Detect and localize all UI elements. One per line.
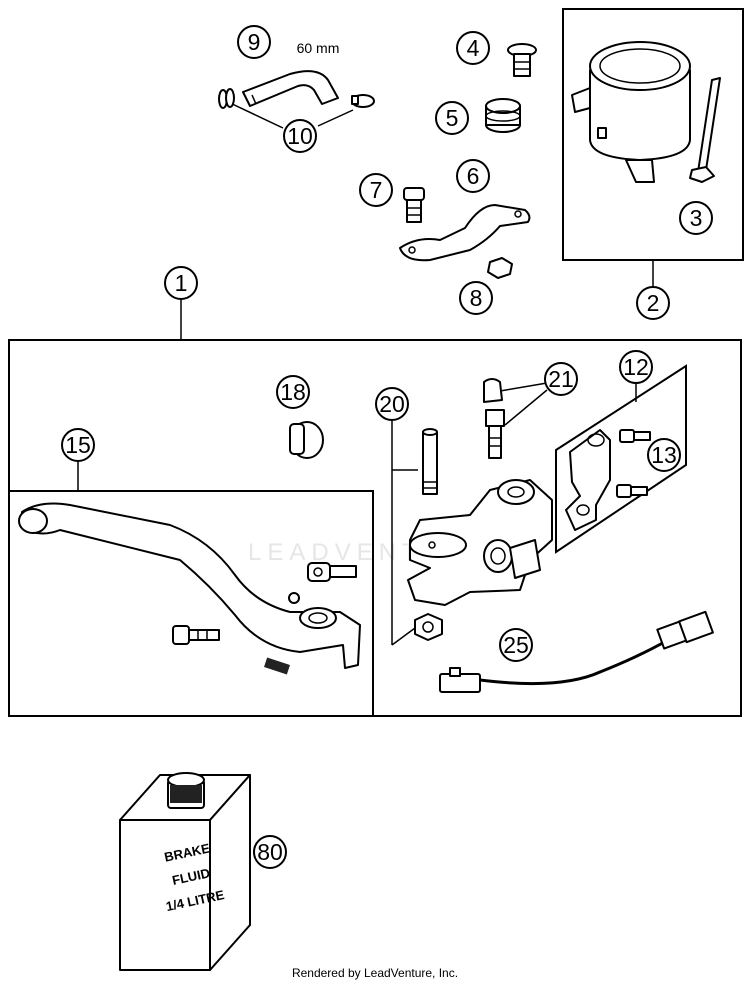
reservoir-screw-part (507, 43, 537, 77)
svg-text:3: 3 (690, 205, 703, 231)
callout-5: 5 (435, 101, 469, 135)
leader-20-tick2 (391, 627, 416, 646)
lever-pivot-bolt-part (172, 625, 220, 645)
bracket-screw-part (403, 187, 425, 223)
hose-length-label: 60 mm (297, 40, 340, 56)
callout-9: 9 (237, 25, 271, 59)
svg-text:2: 2 (647, 290, 660, 316)
callout-21: 21 (544, 362, 578, 396)
hose-part (242, 70, 339, 107)
leader-10b (317, 109, 354, 127)
hose-clip-right (351, 94, 375, 108)
lever-assembly-box (8, 490, 374, 717)
svg-text:18: 18 (280, 379, 306, 405)
svg-text:13: 13 (651, 442, 677, 468)
lever-bushing-part (288, 592, 300, 604)
callout-18: 18 (276, 375, 310, 409)
lever-spring-part (264, 657, 290, 675)
reservoir-strap-part (689, 77, 721, 183)
reservoir-part (571, 41, 691, 183)
callout-80: 80 (253, 835, 287, 869)
svg-text:5: 5 (446, 105, 459, 131)
bleeder-cap-part (483, 378, 503, 403)
brake-lever-part (18, 502, 361, 669)
footer-credit: Rendered by LeadVenture, Inc. (291, 966, 459, 980)
callout-20: 20 (375, 387, 409, 421)
svg-text:8: 8 (470, 285, 483, 311)
callout-3: 3 (679, 201, 713, 235)
clamp-assembly-box (555, 364, 687, 554)
callout-8: 8 (459, 281, 493, 315)
pivot-nut-part (414, 613, 443, 641)
pivot-pin-part (422, 428, 438, 495)
svg-text:10: 10 (287, 123, 313, 149)
bracket-part (399, 204, 531, 262)
svg-text:9: 9 (248, 29, 261, 55)
clamp-bolt-lower-part (616, 484, 648, 498)
bleeder-valve-part (485, 409, 505, 459)
callout-1: 1 (164, 266, 198, 300)
svg-text:6: 6 (467, 163, 480, 189)
callout-13: 13 (647, 438, 681, 472)
master-cylinder-body (407, 479, 553, 606)
plug-part (289, 421, 324, 459)
callout-4: 4 (456, 31, 490, 65)
svg-text:15: 15 (65, 432, 91, 458)
lever-adjuster-part (307, 562, 357, 582)
callout-2: 2 (636, 286, 670, 320)
brake-light-switch-part (439, 610, 714, 693)
clamp-bolt-upper-part (619, 429, 651, 443)
callout-10: 10 (283, 119, 317, 153)
leader-21b (504, 389, 548, 426)
callout-7: 7 (359, 173, 393, 207)
svg-text:21: 21 (548, 366, 574, 392)
svg-text:20: 20 (379, 391, 405, 417)
leader-21a (499, 382, 548, 392)
callout-15: 15 (61, 428, 95, 462)
bracket-nut-part (487, 257, 513, 279)
leader-10a (227, 101, 284, 129)
clamp-part (565, 429, 611, 531)
svg-text:25: 25 (503, 632, 529, 658)
callout-12: 12 (619, 350, 653, 384)
svg-text:7: 7 (370, 177, 383, 203)
hose-clip-left (218, 88, 235, 109)
brake-fluid-bottle-part: BRAKE FLUID 1/4 LITRE (119, 772, 251, 971)
grommet-part (485, 98, 521, 133)
callout-6: 6 (456, 159, 490, 193)
svg-text:1: 1 (175, 270, 188, 296)
svg-text:12: 12 (623, 354, 649, 380)
svg-text:4: 4 (467, 35, 480, 61)
callout-25: 25 (499, 628, 533, 662)
svg-text:80: 80 (257, 839, 283, 865)
